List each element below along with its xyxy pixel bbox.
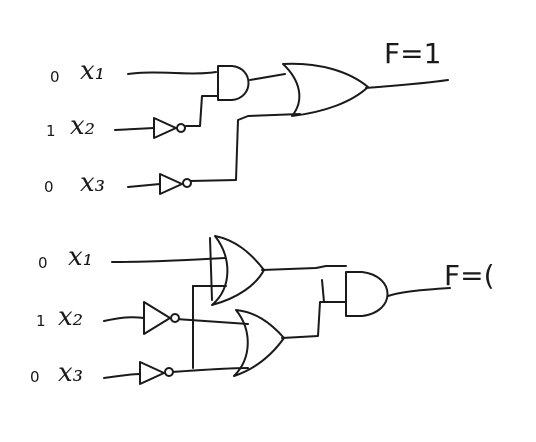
bottom-circuit <box>103 235 451 385</box>
bottom-bit-x3: 0 <box>30 368 40 386</box>
not-bubble-bottom-x3 <box>164 367 174 377</box>
wire-bot-output <box>387 287 451 297</box>
and-gate-top <box>217 65 250 101</box>
bottom-var-x3: x₃ <box>58 358 84 388</box>
wire-top-x1 <box>127 71 217 75</box>
wire-bot-not2-out <box>175 318 249 325</box>
top-var-x3: x₃ <box>80 168 106 198</box>
top-bit-x1: 0 <box>50 68 60 86</box>
not-bubble-top-x3 <box>182 178 192 188</box>
or-gate-bottom-2 <box>233 309 285 377</box>
not-gate-bottom-x3 <box>139 361 165 385</box>
wire-bot-and-vertical <box>321 279 325 303</box>
or-gate-top <box>282 62 369 117</box>
wire-top-x2-to-not <box>114 127 155 131</box>
wire-bot-x2-to-not <box>103 316 145 322</box>
not-gate-bottom-x2 <box>143 301 171 335</box>
wire-top-not3-to-or <box>189 113 301 182</box>
wire-bot-not2-to-or1-v <box>209 237 213 301</box>
wire-bot-not3-out <box>171 367 249 373</box>
and-gate-bottom <box>345 271 389 317</box>
top-circuit <box>114 62 449 195</box>
top-output-label: F=1 <box>384 37 442 70</box>
not-bubble-top-x2 <box>176 123 186 133</box>
wire-top-not2-to-and <box>185 95 219 127</box>
top-bit-x3: 0 <box>44 178 54 196</box>
top-var-x2: x₂ <box>70 111 96 141</box>
top-bit-x2: 1 <box>46 122 56 140</box>
or-gate-bottom-1 <box>211 235 265 306</box>
not-gate-top-x3 <box>159 173 183 195</box>
wire-bot-x1-to-or <box>111 257 226 263</box>
bottom-var-x1: x₁ <box>68 242 94 272</box>
wire-top-x3-to-not <box>127 183 161 188</box>
bottom-output-label: F=( <box>444 259 495 292</box>
bottom-var-x2: x₂ <box>58 302 84 332</box>
wire-bot-or1-to-and <box>261 265 347 271</box>
wire-bot-or2-to-and <box>281 301 347 339</box>
top-var-x1: x₁ <box>80 56 106 86</box>
not-bubble-bottom-x2 <box>170 313 180 323</box>
bottom-bit-x2: 1 <box>36 312 46 330</box>
wire-top-and-to-or <box>249 73 286 81</box>
wire-bot-x3-to-not <box>103 373 141 379</box>
bottom-bit-x1: 0 <box>38 254 48 272</box>
wire-top-output <box>365 79 449 89</box>
not-gate-top-x2 <box>153 117 177 139</box>
